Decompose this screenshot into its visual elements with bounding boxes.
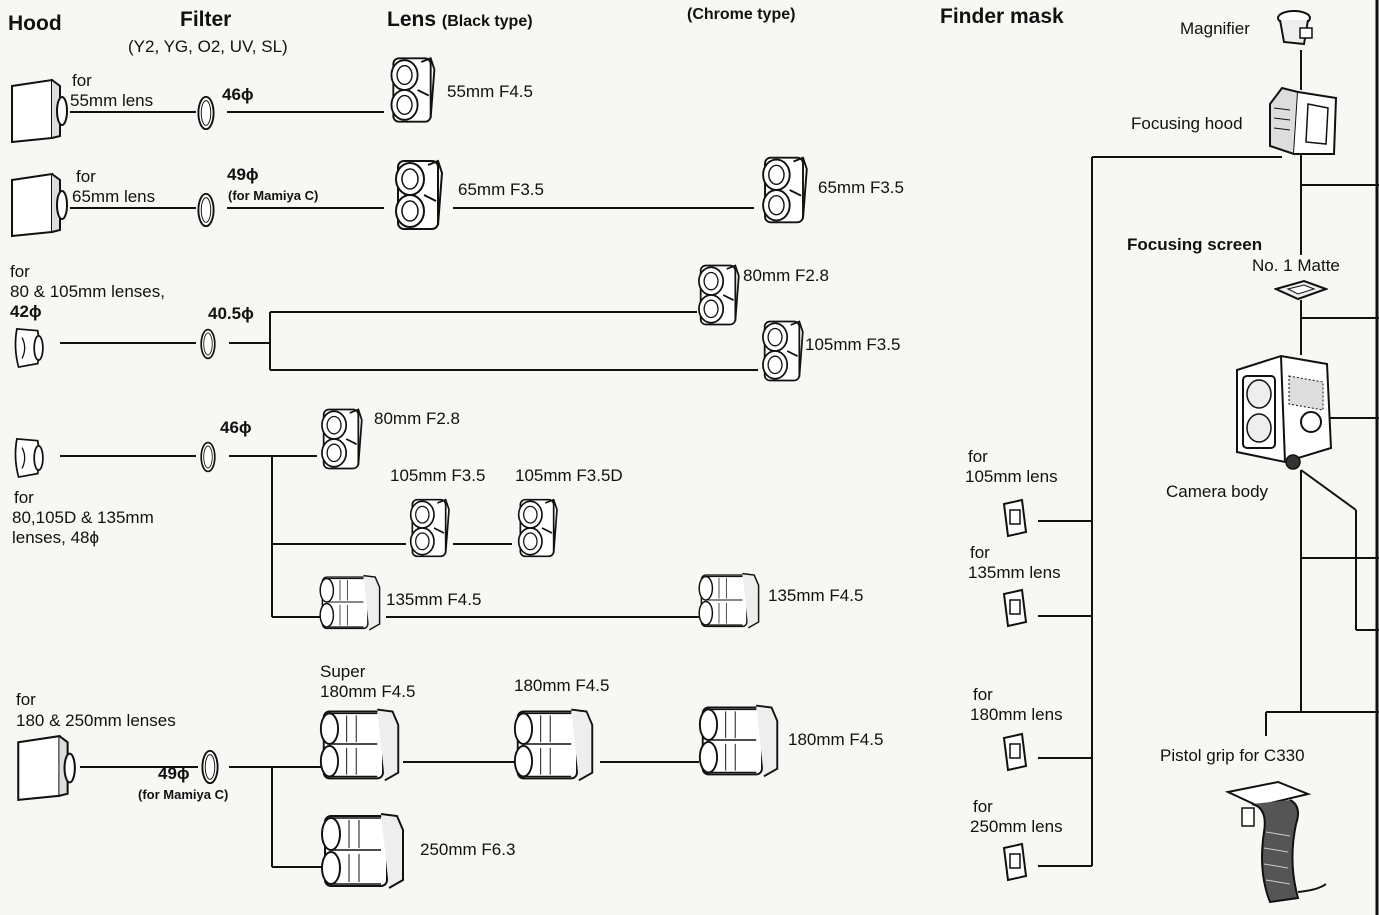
filter-types: (Y2, YG, O2, UV, SL): [128, 37, 288, 57]
lens-180-chrome-label: 180mm F4.5: [788, 730, 883, 750]
camera-body-label: Camera body: [1166, 482, 1268, 502]
finder-mask-icon: [1000, 588, 1030, 628]
finder-mask-icon: [1000, 842, 1030, 882]
matte-label: No. 1 Matte: [1252, 256, 1340, 276]
filter-46-label: 46ϕ: [222, 85, 254, 105]
pistol-grip-icon: [1218, 772, 1338, 912]
finder-mask-icon: [1000, 732, 1030, 772]
filter-46-label: 46ϕ: [220, 418, 252, 438]
lens-180-black-label: 180mm F4.5: [514, 676, 609, 696]
finder-mask-header: Finder mask: [940, 5, 1064, 29]
hood-65-label: 65mm lens: [72, 187, 155, 207]
twin-lens-icon: [404, 490, 454, 566]
lens-header: Lens (Black type): [387, 8, 533, 32]
finder-mask-icon: [1000, 498, 1030, 538]
twin-lens-icon: [384, 52, 440, 128]
mask-105-label: 105mm lens: [965, 467, 1058, 487]
lens-80-black-label: 80mm F2.8: [374, 409, 460, 429]
hood-55-for: for: [72, 71, 92, 91]
twin-lens-icon: [388, 155, 448, 235]
lens-hood-icon: [8, 170, 68, 240]
magnifier-label: Magnifier: [1180, 19, 1250, 39]
twin-lens-icon: [318, 704, 404, 784]
pistol-grip-label: Pistol grip for C330: [1160, 746, 1305, 766]
lens-180-super-label-1: Super: [320, 662, 365, 682]
lens-105-chrome-label: 105mm F3.5: [805, 335, 900, 355]
twin-lens-icon: [318, 562, 384, 642]
twin-lens-icon: [692, 256, 744, 334]
twin-lens-icon: [697, 700, 783, 780]
hood-180-250-for: for: [16, 690, 36, 710]
filter-ring-icon: [196, 191, 216, 229]
filter-header: Filter: [180, 8, 231, 32]
hood-48-dia: lenses, 48ϕ: [12, 528, 99, 548]
lens-hood-icon: [14, 732, 76, 804]
hood-65-for: for: [76, 167, 96, 187]
filter-ring-icon: [200, 748, 220, 786]
lens-hood-icon: [10, 322, 48, 374]
filter-49-note: (for Mamiya C): [228, 188, 318, 203]
twin-lens-icon: [315, 400, 367, 478]
lens-135-chrome-label: 135mm F4.5: [768, 586, 863, 606]
mask-180-for: for: [973, 685, 993, 705]
lens-135-black-label: 135mm F4.5: [386, 590, 481, 610]
hood-42-dia: 42ϕ: [10, 302, 42, 322]
lens-65-chrome-label: 65mm F3.5: [818, 178, 904, 198]
lens-black-type: (Black type): [442, 13, 533, 30]
lens-hood-icon: [8, 76, 68, 146]
lens-105-black-label: 105mm F3.5: [390, 466, 485, 486]
twin-lens-icon: [512, 704, 598, 784]
filter-ring-icon: [199, 440, 217, 474]
mask-250-label: 250mm lens: [970, 817, 1063, 837]
hood-80-105-label: 80 & 105mm lenses,: [10, 282, 165, 302]
twin-lens-icon: [754, 152, 814, 228]
lens-hood-icon: [10, 432, 48, 484]
hood-80-135-for: for: [14, 488, 34, 508]
filter-49-note: (for Mamiya C): [138, 787, 228, 802]
focusing-hood-icon: [1264, 84, 1344, 160]
twin-lens-icon: [756, 312, 808, 390]
filter-ring-icon: [196, 94, 216, 132]
lens-180-super-label-2: 180mm F4.5: [320, 682, 415, 702]
focusing-screen-icon: [1274, 279, 1328, 301]
focusing-screen-label: Focusing screen: [1127, 235, 1262, 255]
lens-chrome-type: (Chrome type): [687, 6, 795, 24]
lens-105d-label: 105mm F3.5D: [515, 466, 623, 486]
mask-250-for: for: [973, 797, 993, 817]
hood-80-135-label: 80,105D & 135mm: [12, 508, 154, 528]
lens-250-label: 250mm F6.3: [420, 840, 515, 860]
filter-40-5-label: 40.5ϕ: [208, 304, 254, 324]
hood-55-label: 55mm lens: [70, 91, 153, 111]
hood-header: Hood: [8, 12, 62, 36]
camera-body-icon: [1227, 352, 1339, 470]
twin-lens-icon: [697, 560, 763, 640]
hood-180-250-label: 180 & 250mm lenses: [16, 711, 176, 731]
twin-lens-icon: [318, 810, 410, 890]
twin-lens-icon: [512, 490, 562, 566]
filter-49-label: 49ϕ: [158, 764, 190, 784]
mask-135-for: for: [970, 543, 990, 563]
hood-80-105-for: for: [10, 262, 30, 282]
lens-55-label: 55mm F4.5: [447, 82, 533, 102]
lens-80-chrome-label: 80mm F2.8: [743, 266, 829, 286]
focusing-hood-label: Focusing hood: [1131, 114, 1243, 134]
lens-header-title: Lens: [387, 8, 436, 31]
lens-65-black-label: 65mm F3.5: [458, 180, 544, 200]
magnifier-icon: [1272, 6, 1316, 50]
mask-180-label: 180mm lens: [970, 705, 1063, 725]
filter-49-label: 49ϕ: [227, 165, 259, 185]
mask-105-for: for: [968, 447, 988, 467]
mask-135-label: 135mm lens: [968, 563, 1061, 583]
filter-ring-icon: [199, 327, 217, 361]
